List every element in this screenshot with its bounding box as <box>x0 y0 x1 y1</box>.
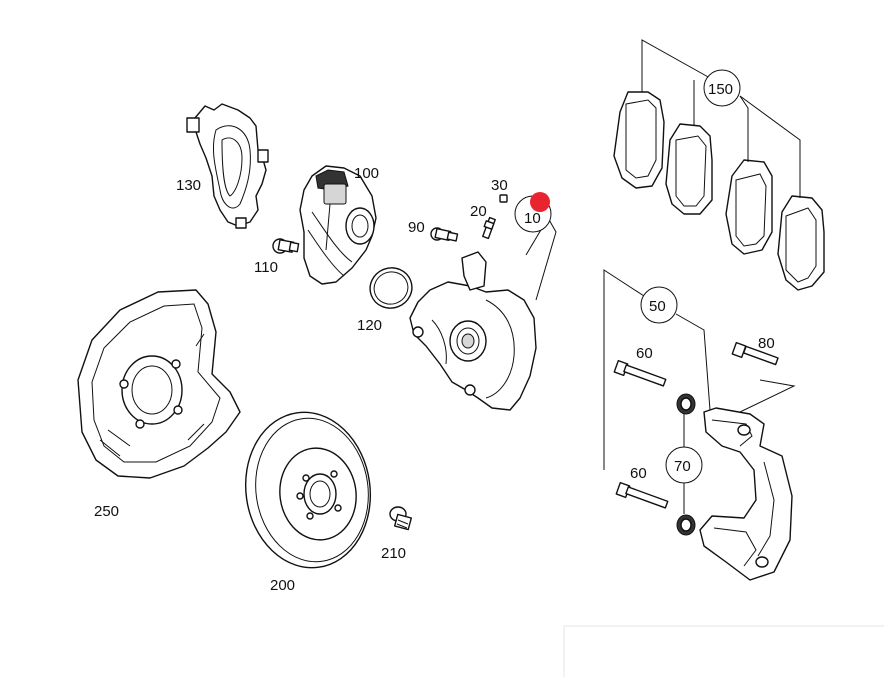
part-150-brake-pad-set[interactable] <box>613 91 825 291</box>
part-80-bolt[interactable] <box>731 341 779 366</box>
part-130-bracket[interactable] <box>186 103 269 229</box>
callout-130: 130 <box>176 177 201 194</box>
callout-70: 70 <box>674 458 691 475</box>
callout-60-lower: 60 <box>630 465 647 482</box>
part-60-bolt-lower[interactable] <box>615 481 669 509</box>
callout-10: 10 <box>524 210 541 227</box>
callout-30: 30 <box>491 177 508 194</box>
part-200-brake-disc[interactable] <box>236 404 381 576</box>
callout-110: 110 <box>254 259 278 276</box>
part-100-actuator-motor[interactable] <box>299 165 377 285</box>
part-20-bleeder-valve[interactable] <box>482 216 496 240</box>
callout-60-upper: 60 <box>636 345 653 362</box>
part-250-dust-shield[interactable] <box>77 289 241 479</box>
part-70-bushing-upper[interactable] <box>676 393 696 415</box>
callout-circle-70 <box>665 446 703 484</box>
callout-210: 210 <box>381 545 406 562</box>
callout-20: 20 <box>470 203 487 220</box>
part-70-bushing-lower[interactable] <box>676 514 696 536</box>
part-30-dust-cap[interactable] <box>499 194 508 203</box>
brake-pad-4 <box>777 195 825 291</box>
part-50-caliper-carrier[interactable] <box>699 407 793 581</box>
callout-80: 80 <box>758 335 775 352</box>
callout-50: 50 <box>649 298 666 315</box>
part-10-brake-caliper[interactable] <box>409 251 537 411</box>
part-60-bolt-upper[interactable] <box>613 359 667 387</box>
callout-circle-50 <box>640 286 678 324</box>
brake-pad-3 <box>725 159 773 255</box>
selection-marker-dot[interactable] <box>530 192 550 212</box>
part-90-bolt[interactable] <box>430 227 459 242</box>
callout-150: 150 <box>708 81 733 98</box>
callout-90: 90 <box>408 219 425 236</box>
part-210-screw[interactable] <box>389 506 413 531</box>
brake-pad-1 <box>613 91 665 189</box>
brake-pad-2 <box>665 123 713 215</box>
callout-200: 200 <box>270 577 295 594</box>
part-120-o-ring[interactable] <box>364 262 417 314</box>
callout-circle-150 <box>703 69 741 107</box>
callout-250: 250 <box>94 503 119 520</box>
callout-100: 100 <box>354 165 379 182</box>
callout-120: 120 <box>357 317 382 334</box>
part-110-bolt[interactable] <box>272 238 300 254</box>
